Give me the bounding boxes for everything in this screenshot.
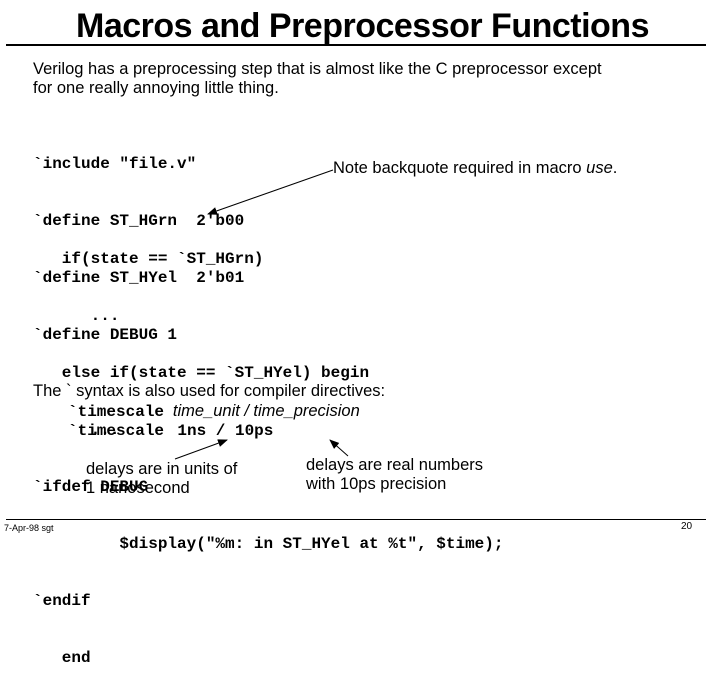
- units-arrow: [174, 439, 228, 460]
- intro-line-1: Verilog has a preprocessing step that is…: [33, 60, 602, 78]
- code-line: `include "file.v": [33, 155, 197, 173]
- code-line: $display("%m: in ST_HYel at %t", $time);: [33, 535, 504, 553]
- code-line: `define DEBUG 1: [33, 326, 178, 344]
- annotation-arrows: [174, 169, 349, 460]
- page-number: 20: [681, 521, 693, 532]
- time-precision: time_precision: [253, 402, 360, 420]
- code-line: if(state == `ST_HGrn): [33, 250, 264, 268]
- note-suffix: .: [612, 159, 618, 177]
- caption-line: 1 nanosecond: [86, 479, 190, 497]
- backquote-note: Note backquote required in macro use.: [333, 159, 617, 178]
- code-line: `define ST_HGrn 2'b00: [33, 212, 245, 230]
- code-line: `define ST_HYel 2'b01: [33, 269, 245, 287]
- intro-text: Verilog has a preprocessing step that is…: [33, 60, 693, 98]
- intro-line-2: for one really annoying little thing.: [33, 79, 279, 97]
- time-separator: /: [244, 402, 249, 420]
- caption-line: with 10ps precision: [306, 475, 447, 493]
- footer-date: 7-Apr-98 sgt: [4, 523, 54, 533]
- define-block: `include "file.v" `define ST_HGrn 2'b00 …: [33, 117, 244, 364]
- timescale-general: `timescale time_unit / time_precision: [68, 402, 360, 421]
- code-line: ...: [33, 307, 120, 325]
- note-emphasis: use: [586, 159, 613, 177]
- code-line: `ifdef DEBUG: [33, 478, 149, 496]
- note-text: Note backquote required in macro: [333, 159, 587, 177]
- code-line: ...: [33, 421, 120, 439]
- caption-line: delays are in units of: [86, 460, 238, 478]
- timescale-keyword: `timescale: [68, 403, 165, 421]
- footer-rule: [6, 519, 706, 520]
- code-line: `endif: [33, 592, 91, 610]
- caption-line: delays are real numbers: [306, 456, 484, 474]
- time-unit: time_unit: [172, 402, 240, 420]
- timescale-value: 1ns / 10ps: [177, 422, 274, 440]
- note-arrow: [207, 169, 334, 215]
- timescale-example: `timescale 1ns / 10ps: [68, 422, 273, 440]
- caption-units: delays are in units of 1 nanosecond: [86, 460, 237, 498]
- directives-intro: The ` syntax is also used for compiler d…: [33, 382, 386, 400]
- code-line: else if(state == `ST_HYel) begin: [33, 364, 370, 382]
- timescale-keyword: `timescale: [68, 422, 165, 440]
- precision-arrow: [329, 439, 349, 457]
- title-rule: [6, 44, 706, 46]
- code-line: end: [33, 649, 91, 667]
- caption-precision: delays are real numbers with 10ps precis…: [306, 456, 483, 494]
- slide-title: Macros and Preprocessor Functions: [76, 7, 650, 45]
